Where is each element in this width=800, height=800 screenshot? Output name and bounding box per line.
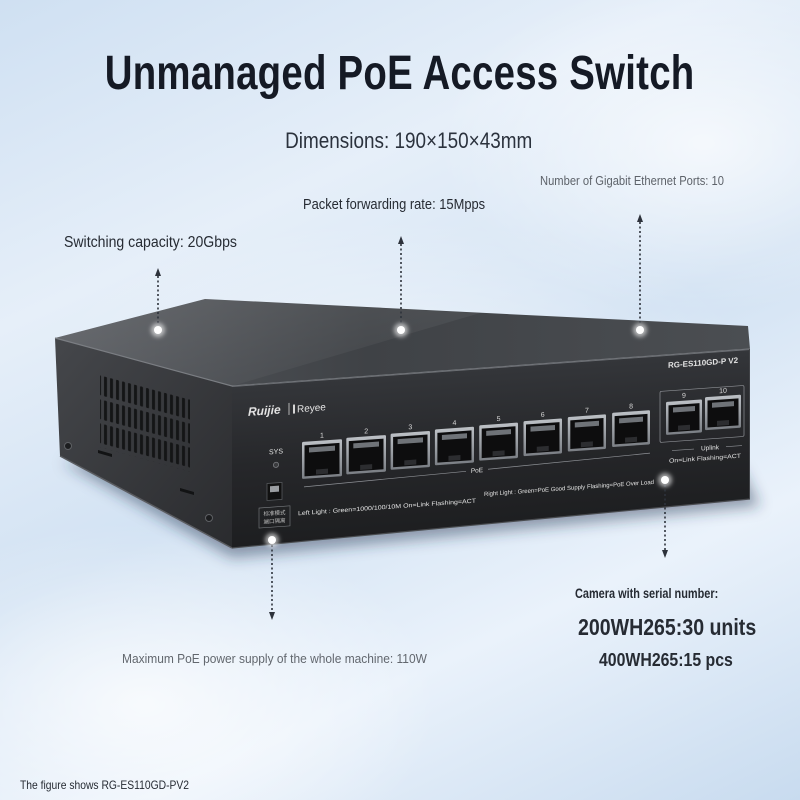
side-vents <box>100 375 190 472</box>
port-latch-notch <box>316 468 328 475</box>
sub-brand-name: Reyee <box>297 402 326 415</box>
title-wrap: Unmanaged PoE Access Switch <box>0 50 800 98</box>
port-pins <box>712 401 734 408</box>
poe-port-group: 1 2 3 4 5 6 7 8 <box>302 403 651 479</box>
poe-port-7: 7 <box>567 408 606 452</box>
packet-forwarding-label: Packet forwarding rate: 15Mpps <box>303 196 486 213</box>
poe-underline: PoE <box>303 452 651 488</box>
port-number: 1 <box>320 432 324 439</box>
brand-logo: Ruijie Reyee <box>248 402 326 419</box>
port-latch-notch <box>448 454 461 461</box>
port-number: 2 <box>364 428 368 435</box>
port-number: 9 <box>682 393 686 400</box>
port-pins <box>530 424 555 432</box>
uplink-port-9: 9 <box>666 393 702 435</box>
port-latch-notch <box>404 459 417 466</box>
camera-heading: Camera with serial number: <box>575 585 719 601</box>
port-latch-notch <box>536 445 549 452</box>
port-latch-notch <box>580 441 593 448</box>
port-number: 4 <box>452 420 456 427</box>
screw <box>205 514 213 522</box>
device-front-panel: Ruijie Reyee RG-ES110GD-P V2 SYS 标准模式 端口… <box>231 349 751 549</box>
poe-port-2: 2 <box>346 428 387 475</box>
port-latch-notch <box>717 420 729 426</box>
figure-footnote: The figure shows RG-ES110GD-PV2 <box>20 778 190 792</box>
poe-port-6: 6 <box>523 412 562 457</box>
port-pins <box>397 437 424 445</box>
dimensions-label: Dimensions: 190×150×43mm <box>285 128 533 153</box>
port-pins <box>353 441 380 449</box>
page-title: Unmanaged PoE Access Switch <box>105 47 695 100</box>
callout-max-poe <box>265 533 279 620</box>
poe-port-5: 5 <box>479 416 518 461</box>
mode-isolation-label: 端口隔离 <box>264 516 286 526</box>
port-number: 5 <box>497 416 501 423</box>
port-latch-notch <box>625 436 638 443</box>
uplink-label: Uplink <box>701 444 720 452</box>
uplink-port-10: 10 <box>705 388 741 431</box>
port-number: 10 <box>719 388 727 396</box>
mode-switch: 标准模式 端口隔离 <box>258 482 291 529</box>
port-pins <box>309 445 335 453</box>
poe-port-1: 1 <box>302 432 342 479</box>
poe-port-3: 3 <box>390 424 431 470</box>
port-number: 7 <box>585 408 589 415</box>
sys-led <box>273 461 280 468</box>
reyee-mark-icon <box>293 404 295 414</box>
poe-port-8: 8 <box>612 403 651 447</box>
max-poe-label: Maximum PoE power supply of the whole ma… <box>122 651 427 666</box>
callout-packet-forwarding <box>394 236 408 337</box>
port-latch-notch <box>492 450 505 457</box>
port-latch-notch <box>360 464 373 470</box>
side-slot <box>180 488 194 495</box>
gigabit-ports-label: Number of Gigabit Ethernet Ports: 10 <box>540 173 724 188</box>
device-side-panel <box>55 338 233 549</box>
uplink-frame <box>659 385 745 443</box>
mode-standard-label: 标准模式 <box>264 508 286 518</box>
switching-capacity-label: Switching capacity: 20Gbps <box>64 234 237 251</box>
port-latch-notch <box>678 424 690 431</box>
dimensions-wrap: Dimensions: 190×150×43mm <box>18 130 800 153</box>
port-number: 6 <box>541 412 545 419</box>
camera-capacity-400wh: 400WH265:15 pcs <box>599 650 733 670</box>
sys-label: SYS <box>269 448 283 456</box>
port-pins <box>441 433 467 441</box>
brand-name: Ruijie <box>248 403 281 419</box>
port-pins <box>486 429 511 436</box>
screw <box>64 442 72 450</box>
uplink-port-group: 9 10 <box>666 388 741 435</box>
port-pins <box>673 405 695 413</box>
poe-port-4: 4 <box>434 420 474 466</box>
poe-label: PoE <box>471 467 484 475</box>
uplink-light-legend: On=Link Flashing=ACT <box>669 454 741 465</box>
side-slot <box>98 450 112 457</box>
callout-camera-capacity <box>658 473 672 558</box>
camera-capacity-200wh: 200WH265:30 units <box>578 614 757 640</box>
port-number: 3 <box>408 424 412 431</box>
port-number: 8 <box>629 403 633 410</box>
callout-gigabit-ports <box>633 214 647 337</box>
callout-switching-capacity <box>151 268 165 337</box>
port-pins <box>574 420 599 428</box>
port-pins <box>619 416 644 424</box>
